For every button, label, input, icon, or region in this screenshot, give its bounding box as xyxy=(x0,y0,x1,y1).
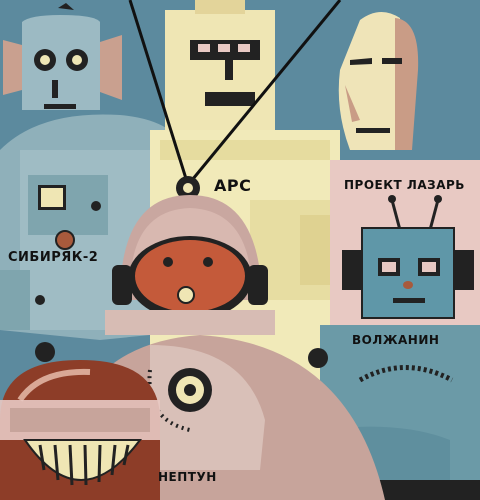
robot-dome xyxy=(0,360,160,500)
label-neptun: НЕПТУН xyxy=(158,470,217,484)
label-sibiryak: СИБИРЯК-2 xyxy=(8,250,99,265)
label-ars: АРС xyxy=(214,176,252,195)
label-proekt-lazar: ПРОЕКТ ЛАЗАРЬ xyxy=(344,178,465,192)
label-volzhanin: ВОЛЖАНИН xyxy=(352,333,440,347)
